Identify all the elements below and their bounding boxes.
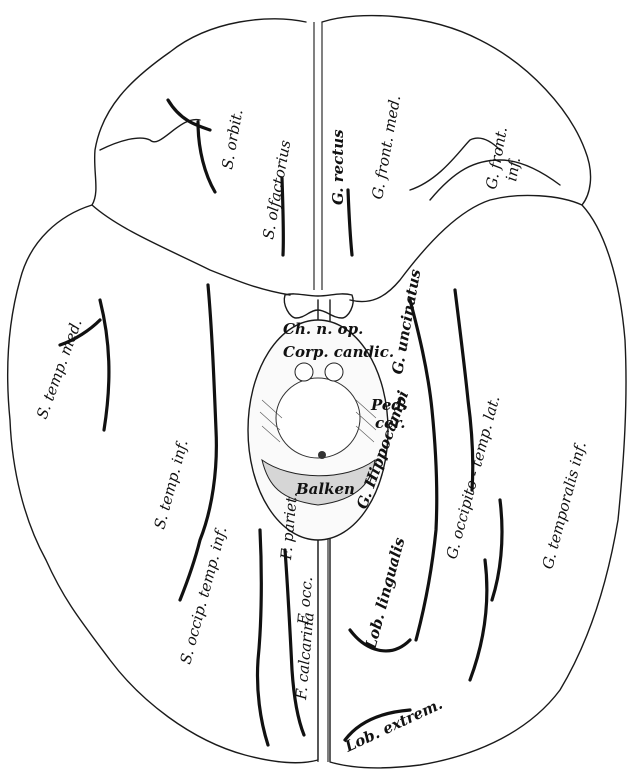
- label-balken: Balken: [295, 480, 355, 498]
- sulcus-orbital: [168, 100, 215, 192]
- sulcus-temporal-inf: [470, 500, 502, 680]
- sulcus-collateral: [410, 300, 437, 640]
- label-s-temp-med: S. temp. med.: [33, 317, 86, 422]
- label-s-orbit: S. orbit.: [218, 108, 246, 171]
- label-s-olfactorius: S. olfactorius: [259, 138, 294, 240]
- label-f-calcarina: F. calcarina: [292, 611, 318, 701]
- label-g-front-med: G. front. med.: [368, 94, 404, 201]
- label-s-occip-temp-inf: S. occip. temp. inf.: [176, 525, 230, 666]
- label-g-front-inf-2: inf.: [502, 156, 524, 183]
- label-g-temporalis-inf: G. temporalis inf.: [538, 440, 589, 571]
- label-lob-extrem: Lob. extrem.: [341, 695, 445, 756]
- label-corp-candic: Corp. candic.: [283, 343, 394, 361]
- optic-chiasm: [284, 294, 353, 318]
- sulcus-occip-temp-inf: [257, 530, 268, 745]
- label-lob-lingualis: Lob. lingualis: [361, 535, 408, 652]
- left-frontal-boundary: [92, 205, 290, 295]
- left-frontal-inner: [100, 120, 200, 150]
- label-g-uncinatus: G. uncinatus: [388, 267, 424, 375]
- label-g-rectus: G. rectus: [329, 129, 347, 205]
- pons: [276, 378, 360, 458]
- label-ch-n-op: Ch. n. op.: [283, 320, 363, 338]
- label-g-occipito-temp-lat: G. occipito - temp. lat.: [442, 394, 503, 561]
- aqueduct: [318, 451, 326, 459]
- mamillary-body-right: [325, 363, 343, 381]
- mamillary-body-left: [295, 363, 313, 381]
- label-s-temp-inf: S. temp. inf.: [150, 438, 191, 531]
- right-frontal-boundary: [350, 195, 582, 301]
- sulcus-rectus-right: [348, 190, 352, 255]
